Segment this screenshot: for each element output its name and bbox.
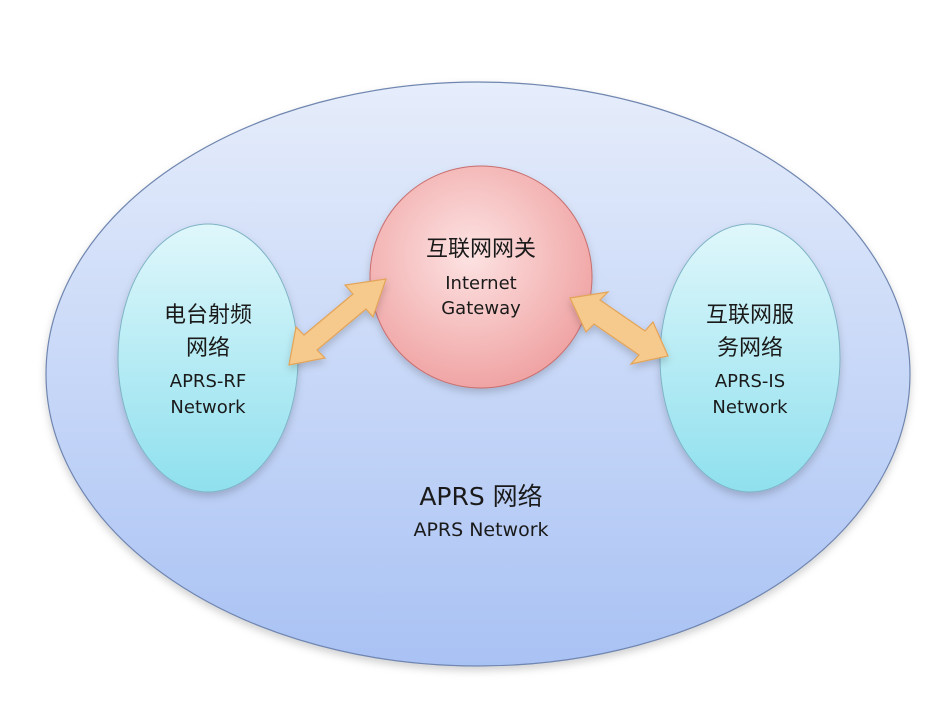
rf-label-en-2: Network bbox=[170, 397, 246, 418]
is-label-en-2: Network bbox=[712, 397, 788, 418]
is-label-zh-2: 务网络 bbox=[717, 336, 783, 361]
gateway-label-zh: 互联网网关 bbox=[426, 237, 536, 262]
gateway-label-en-2: Gateway bbox=[441, 298, 521, 319]
rf-label-en-1: APRS-RF bbox=[170, 371, 246, 392]
gateway-circle bbox=[369, 165, 593, 389]
outer-label-en: APRS Network bbox=[413, 519, 548, 541]
rf-label-zh-1: 电台射频 bbox=[164, 303, 252, 328]
is-label-en-1: APRS-IS bbox=[715, 371, 785, 392]
left-double-arrow-icon bbox=[288, 278, 387, 366]
is-label-zh-1: 互联网服 bbox=[706, 303, 794, 328]
rf-label-zh-2: 网络 bbox=[186, 336, 230, 361]
outer-label-zh: APRS 网络 bbox=[419, 482, 542, 511]
gateway-label-en-1: Internet bbox=[445, 273, 516, 294]
right-double-arrow-icon bbox=[569, 291, 669, 365]
